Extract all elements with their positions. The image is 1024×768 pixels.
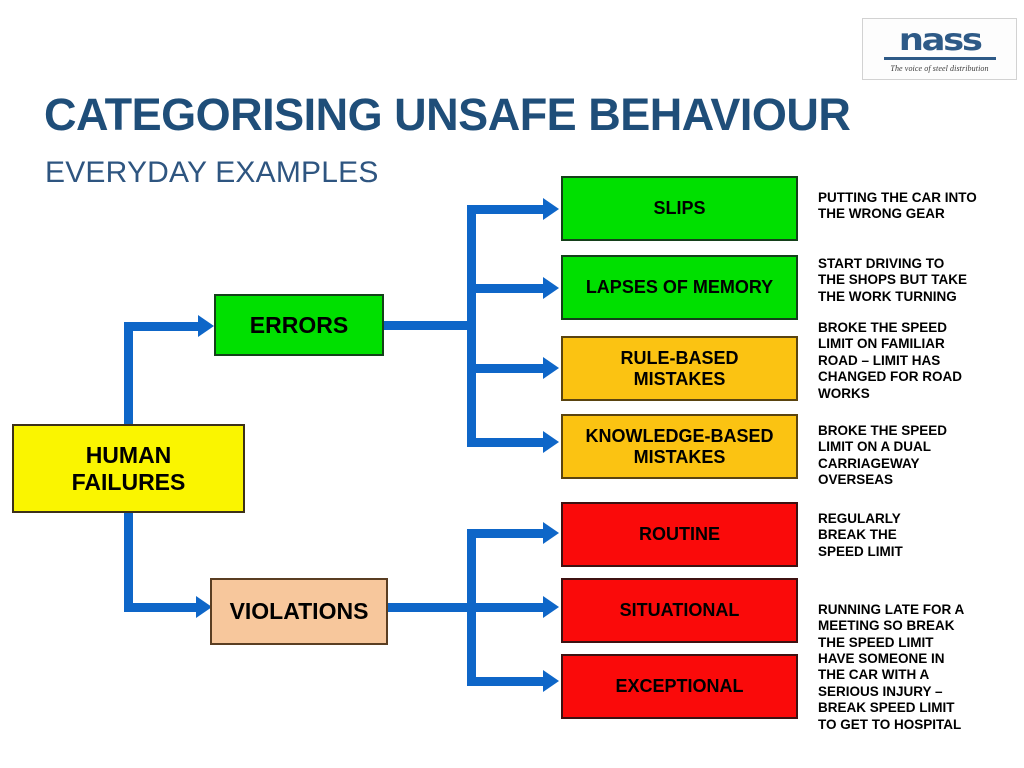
page-title: CATEGORISING UNSAFE BEHAVIOUR [44,89,851,140]
arrow-head-to-lapses [543,277,559,299]
arrow-head-to-slips [543,198,559,220]
node-slips[interactable]: SLIPS [561,176,798,241]
connector-violations-stem [388,603,476,612]
arrow-head-to-situational [543,596,559,618]
connector-violations-to-routine [467,529,547,538]
nass-logo: nass The voice of steel distribution [862,18,1017,80]
connector-errors-to-knowledge-based [467,438,547,447]
node-human-failures[interactable]: HUMAN FAILURES [12,424,245,513]
node-knowledge-based-mistakes[interactable]: KNOWLEDGE-BASED MISTAKES [561,414,798,479]
connector-errors-to-rule-based [467,364,547,373]
page-subtitle: EVERYDAY EXAMPLES [45,156,379,189]
example-text-knowledge-based: BROKE THE SPEED LIMIT ON A DUAL CARRIAGE… [818,423,948,488]
node-lapses-of-memory-label: LAPSES OF MEMORY [585,277,774,298]
node-errors-label: ERRORS [249,311,349,338]
example-text-routine: REGULARLY BREAK THE SPEED LIMIT [818,511,903,559]
connector-violations-to-exceptional [467,677,547,686]
node-exceptional-label: EXCEPTIONAL [615,676,744,697]
node-slips-label: SLIPS [653,198,706,219]
node-rule-based-mistakes[interactable]: RULE-BASED MISTAKES [561,336,798,401]
node-human-failures-label: HUMAN FAILURES [71,442,186,495]
arrow-head-to-routine [543,522,559,544]
node-errors[interactable]: ERRORS [214,294,384,356]
example-text-situational: RUNNING LATE FOR A MEETING SO BREAK THE … [818,602,965,650]
node-routine[interactable]: ROUTINE [561,502,798,567]
arrow-head-to-violations [196,596,212,618]
logo-wordmark: nass [898,22,983,58]
node-violations-label: VIOLATIONS [229,598,369,625]
example-text-exceptional: HAVE SOMEONE IN THE CAR WITH A SERIOUS I… [818,651,962,732]
arrow-head-to-errors [198,315,214,337]
logo-underline-rule [883,56,996,60]
node-lapses-of-memory[interactable]: LAPSES OF MEMORY [561,255,798,320]
connector-errors-to-lapses [467,284,547,293]
connector-violations-to-situational [467,603,547,612]
arrow-head-to-rule-based [543,357,559,379]
node-routine-label: ROUTINE [639,524,720,545]
example-text-lapses: START DRIVING TO THE SHOPS BUT TAKE THE … [818,256,968,304]
example-text-slips: PUTTING THE CAR INTO THE WRONG GEAR [818,190,977,222]
connector-root-to-violations-horizontal [124,603,200,612]
arrow-head-to-exceptional [543,670,559,692]
node-exceptional[interactable]: EXCEPTIONAL [561,654,798,719]
node-rule-based-mistakes-label: RULE-BASED MISTAKES [620,347,739,389]
arrow-head-to-knowledge-based [543,431,559,453]
connector-errors-stem [384,321,476,330]
connector-errors-trunk-vertical [467,205,476,447]
node-violations[interactable]: VIOLATIONS [210,578,388,645]
logo-tagline: The voice of steel distribution [890,63,989,73]
connector-errors-to-slips [467,205,547,214]
example-text-rule-based: BROKE THE SPEED LIMIT ON FAMILIAR ROAD –… [818,320,962,401]
node-situational-label: SITUATIONAL [619,600,740,621]
connector-root-to-errors-horizontal [124,322,202,331]
node-situational[interactable]: SITUATIONAL [561,578,798,643]
node-knowledge-based-mistakes-label: KNOWLEDGE-BASED MISTAKES [585,425,774,467]
